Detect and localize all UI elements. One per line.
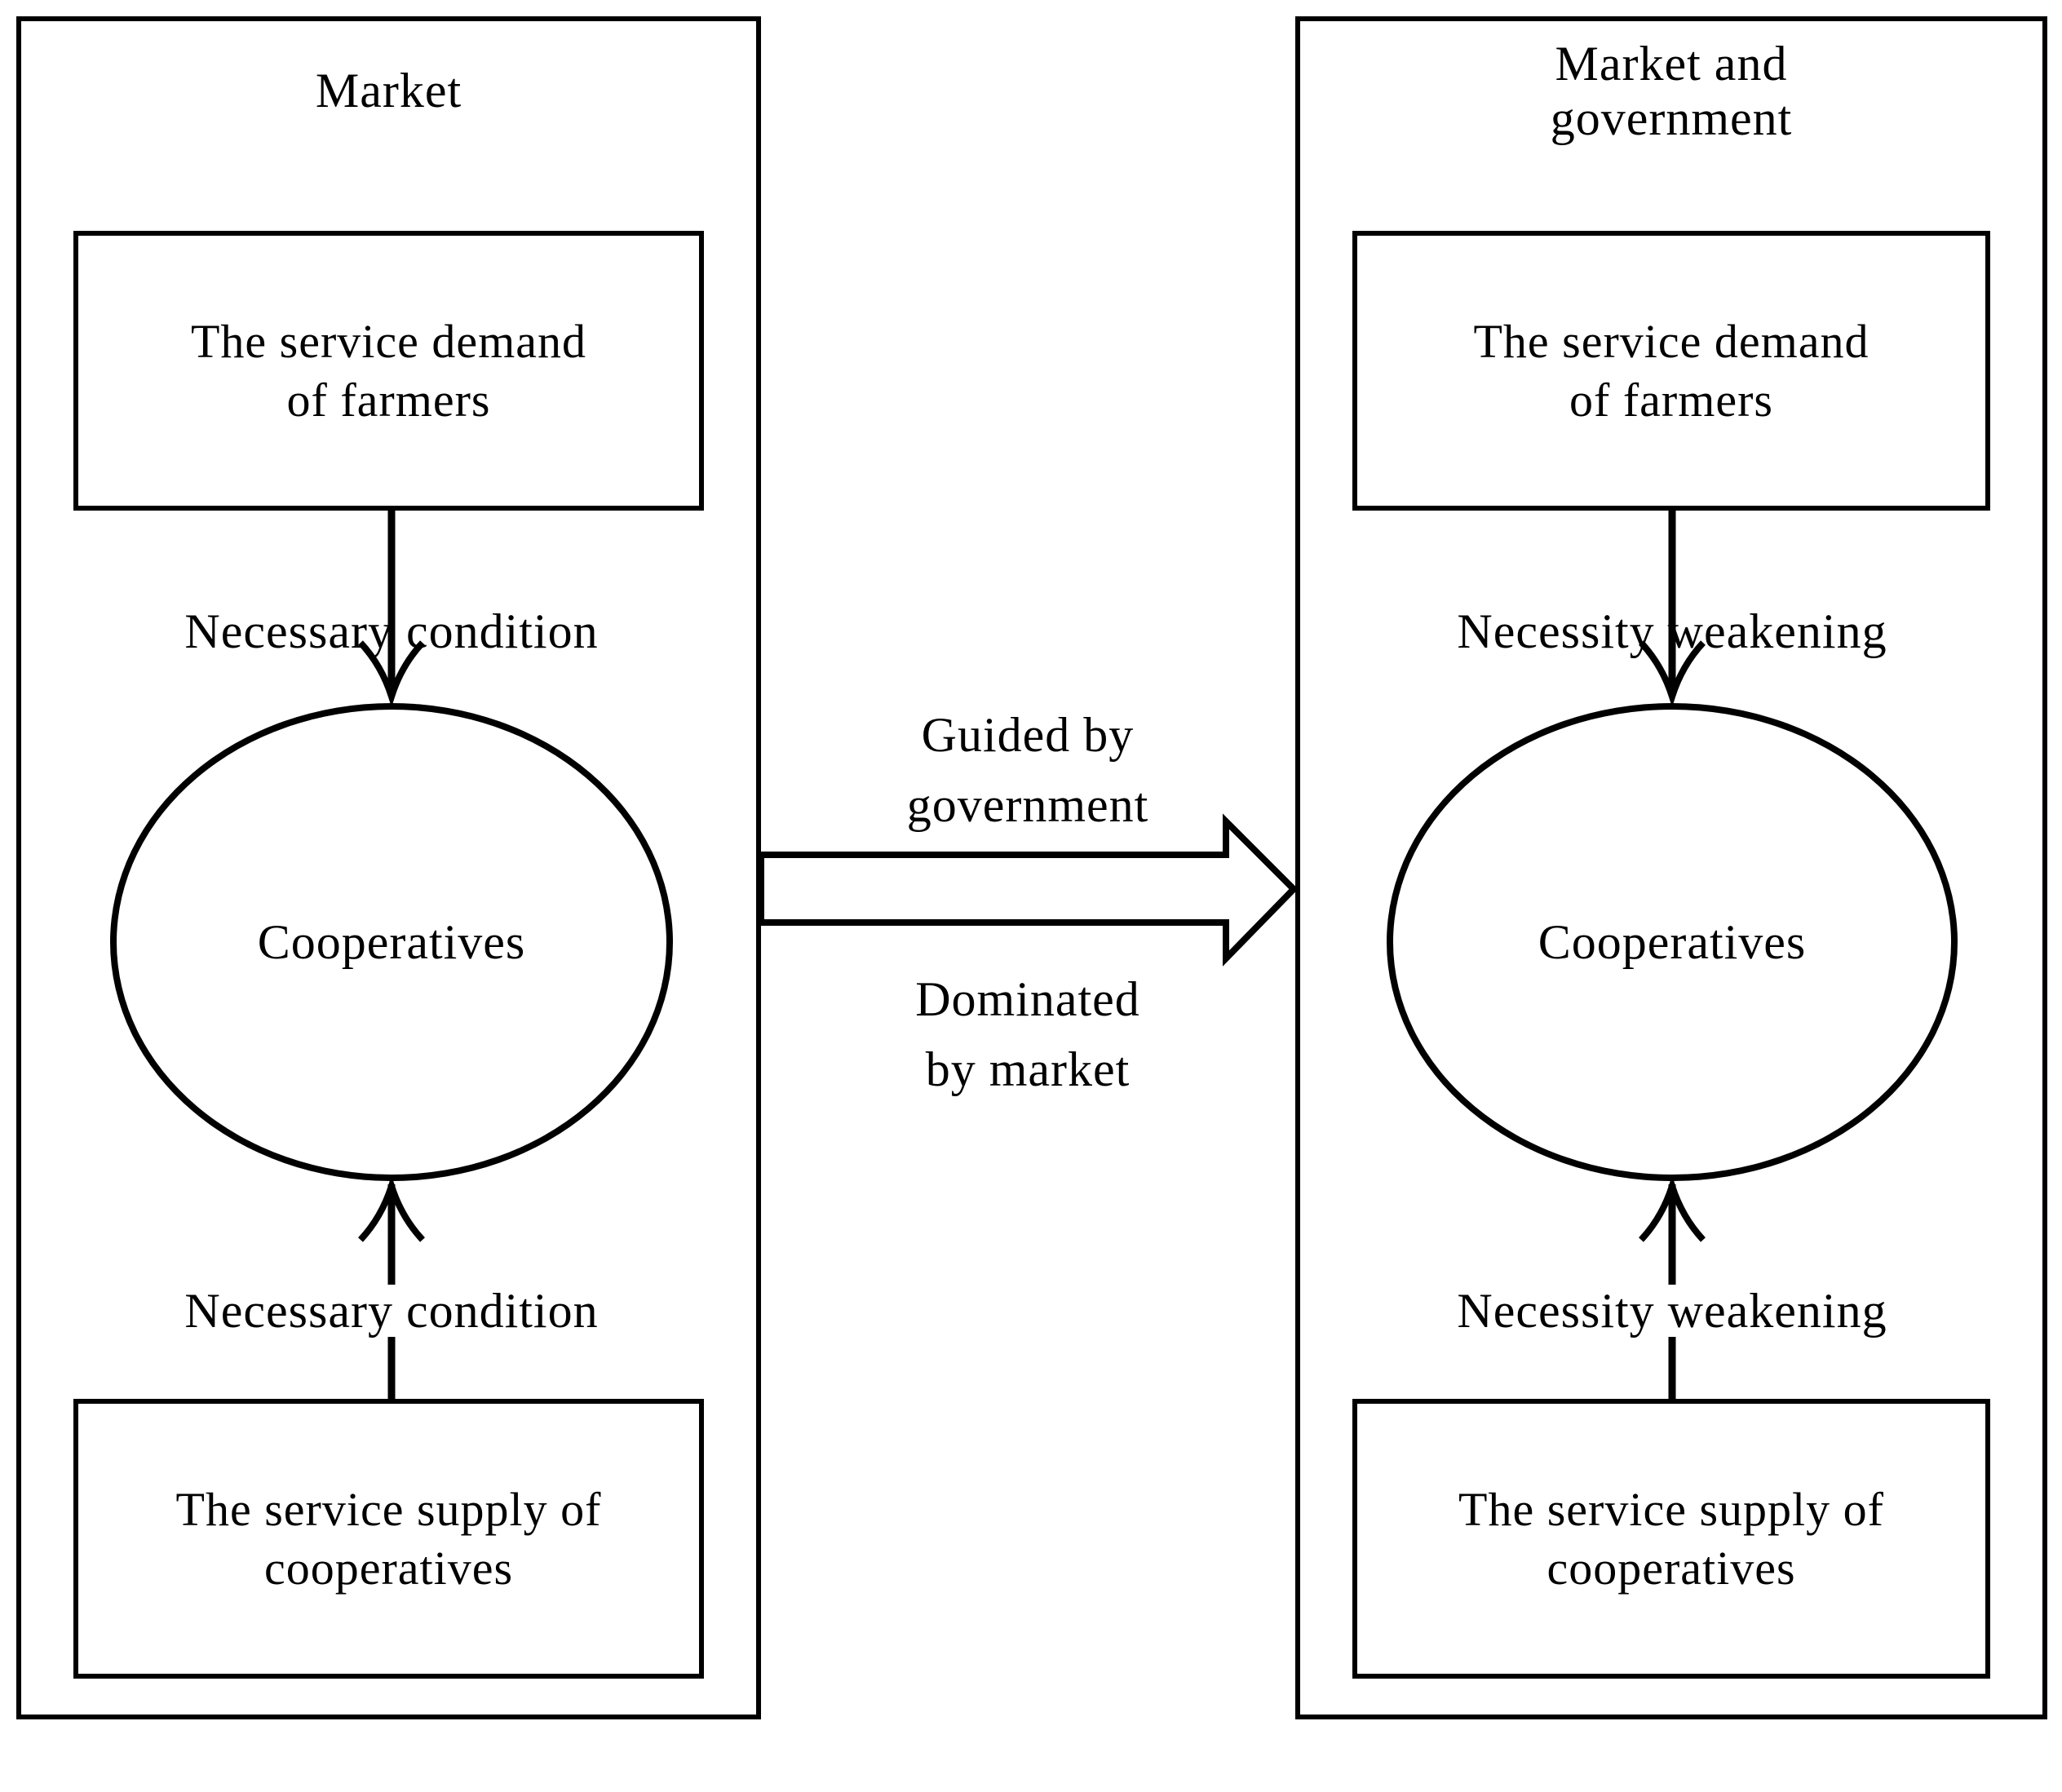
service-supply-left-line1: The service supply of xyxy=(175,1482,602,1536)
service-supply-right-line2: cooperatives xyxy=(1546,1541,1796,1595)
dominated-label-line2: by market xyxy=(925,1042,1131,1096)
guided-by-government-label: Guided by government xyxy=(907,700,1149,840)
dominated-by-market-label: Dominated by market xyxy=(915,964,1140,1104)
up-arrowhead-icon xyxy=(1639,1175,1706,1242)
guided-label-line2: government xyxy=(906,778,1149,832)
service-demand-right-line1: The service demand xyxy=(1473,314,1870,368)
necessary-condition-label-bottom: Necessary condition xyxy=(175,1285,608,1337)
up-arrowhead-icon xyxy=(358,1175,425,1242)
service-supply-box-left: The service supply of cooperatives xyxy=(73,1399,704,1679)
service-supply-box-right: The service supply of cooperatives xyxy=(1352,1399,1990,1679)
right-title-line1: Market and xyxy=(1555,37,1788,91)
service-supply-right-line1: The service supply of xyxy=(1458,1482,1884,1536)
down-arrow-left xyxy=(358,506,425,708)
necessity-weakening-label-top: Necessity weakening xyxy=(1457,604,1887,658)
necessary-condition-label-top: Necessary condition xyxy=(184,604,599,658)
down-arrowhead-icon xyxy=(358,640,425,708)
transition-block-arrow xyxy=(758,813,1299,967)
service-demand-right-line2: of farmers xyxy=(1569,373,1773,427)
market-panel-title-text: Market xyxy=(315,64,462,117)
service-demand-left-line2: of farmers xyxy=(286,373,491,427)
down-arrowhead-icon xyxy=(1639,640,1706,708)
necessity-weakening-label-bottom: Necessity weakening xyxy=(1447,1285,1897,1337)
market-panel-title: Market xyxy=(16,64,761,118)
guided-label-line1: Guided by xyxy=(921,708,1135,762)
right-title-line2: government xyxy=(1550,91,1793,145)
cooperatives-ellipse-left: Cooperatives xyxy=(110,703,673,1181)
dominated-label-line1: Dominated xyxy=(915,972,1140,1026)
down-arrow-right xyxy=(1639,506,1706,708)
market-and-government-panel-title: Market and government xyxy=(1295,37,2047,146)
service-demand-left-line1: The service demand xyxy=(190,314,586,368)
service-supply-left-line2: cooperatives xyxy=(263,1541,514,1595)
cooperatives-label-right: Cooperatives xyxy=(1538,914,1807,969)
service-demand-box-right: The service demand of farmers xyxy=(1352,231,1990,511)
cooperatives-label-left: Cooperatives xyxy=(257,914,526,969)
